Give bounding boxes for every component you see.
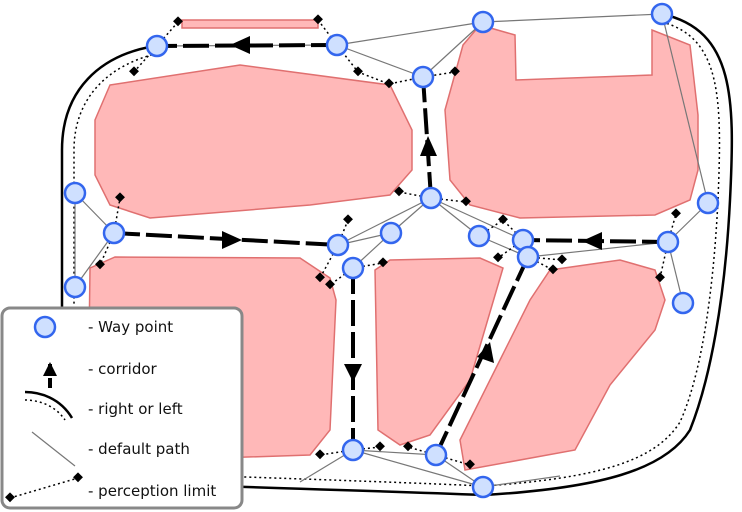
waypoint (516, 245, 540, 269)
waypoint (650, 2, 674, 26)
waypoint (325, 33, 349, 57)
obstacle-right-middle (459, 259, 666, 471)
legend-waypoint-icon (33, 315, 57, 339)
arrow-left-right (582, 232, 602, 250)
waypoint (326, 233, 350, 257)
legend-right-or-left-icon (24, 390, 74, 421)
legend-right-or-left-label: - right or left (88, 400, 183, 418)
waypoint (424, 443, 448, 467)
waypoint (656, 230, 680, 254)
perception-markers (95, 14, 681, 470)
arrow-right-left (222, 231, 242, 249)
waypoint (471, 10, 495, 34)
legend-corridor-label: - corridor (88, 360, 158, 378)
legend-waypoint-label: - Way point (88, 318, 173, 336)
legend: - Way point - corridor - right or left -… (0, 306, 244, 510)
obstacle-top-left (94, 64, 413, 219)
waypoint (63, 181, 87, 205)
waypoint (471, 475, 495, 499)
waypoint (145, 34, 169, 58)
waypoint (467, 224, 491, 248)
corridor-center-vertical (421, 76, 433, 199)
arrow-down (344, 364, 362, 382)
waypoint (379, 221, 403, 245)
legend-default-path-icon (31, 431, 76, 467)
waypoint (341, 438, 365, 462)
legend-perception-icon (5, 472, 83, 503)
waypoint (671, 291, 695, 315)
obstacle-top-strip (181, 19, 319, 29)
arrow-left-top (230, 36, 250, 54)
arrow-up-diagonal (477, 342, 494, 363)
legend-box (0, 306, 244, 510)
waypoint (696, 191, 720, 215)
waypoint (411, 65, 435, 89)
waypoint (341, 256, 365, 280)
arrow-up-center (420, 136, 437, 156)
waypoints (63, 2, 720, 499)
legend-default-path-label: - default path (88, 440, 190, 458)
waypoint (419, 186, 443, 210)
waypoint (102, 221, 126, 245)
legend-perception-label: - perception limit (88, 482, 216, 500)
obstacle-top-right (444, 24, 699, 219)
corridor-top (156, 43, 338, 48)
corridor-arrows (222, 36, 602, 382)
legend-corridor-icon (43, 360, 57, 388)
waypoint (63, 275, 87, 299)
